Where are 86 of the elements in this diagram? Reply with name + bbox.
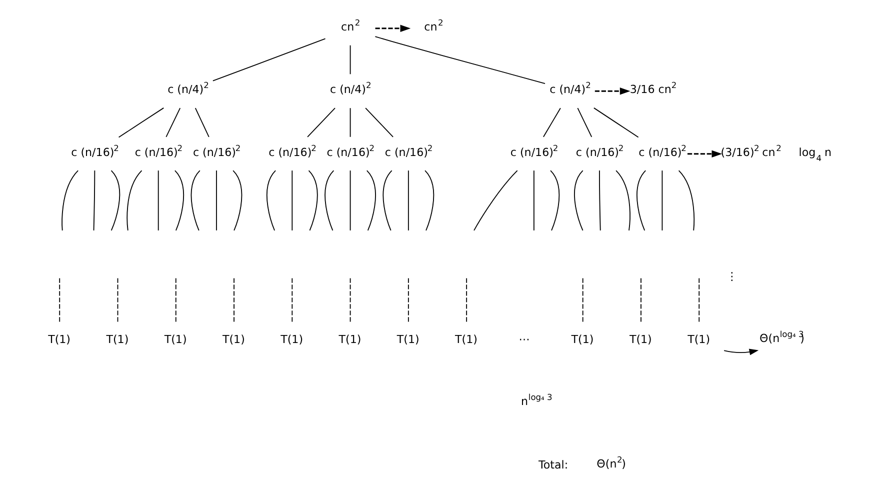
connector <box>291 278 292 324</box>
label: Total: <box>538 458 568 472</box>
label: ⋮ <box>726 270 737 284</box>
connector <box>61 170 78 231</box>
node-text: T(1) <box>454 332 477 346</box>
connector <box>678 170 694 231</box>
node-text: T(1) <box>570 332 594 346</box>
connector <box>157 170 158 231</box>
node-text: c (n/16)$^{2}$ <box>575 142 624 159</box>
node-text: c (n/16)$^{2}$ <box>510 142 558 159</box>
node-text: T(1) <box>396 332 419 346</box>
connector <box>291 170 292 231</box>
connector <box>550 170 560 231</box>
connector <box>349 170 350 231</box>
connector <box>615 170 630 231</box>
connector <box>424 170 434 231</box>
node-text: T(1) <box>628 332 652 346</box>
connector <box>174 170 184 231</box>
connector <box>574 170 583 231</box>
connector <box>349 108 350 138</box>
connector <box>324 170 334 231</box>
connector <box>110 170 120 231</box>
node-text: c (n/16)$^{2}$ <box>134 142 182 159</box>
node-text: (3/16)$^{2}$ cn$^{2}$ <box>720 142 781 159</box>
node-text: cn$^{2}$ <box>340 17 360 34</box>
node-text: c (n/4)$^{2}$ <box>549 80 590 96</box>
connector <box>636 170 646 231</box>
connector <box>407 170 408 231</box>
connector <box>190 170 200 231</box>
connector <box>582 278 583 324</box>
connector <box>58 278 60 324</box>
node-text: c (n/16)$^{2}$ <box>192 142 240 159</box>
connector <box>308 170 318 231</box>
node-text: T(1) <box>222 332 244 346</box>
connector <box>407 278 408 324</box>
connector <box>598 170 600 231</box>
node-text: T(1) <box>48 332 70 346</box>
connector <box>118 107 164 138</box>
label: Θ(n$^{2}$) <box>596 454 626 471</box>
node-text: cn$^{2}$ <box>424 17 443 34</box>
connector <box>364 108 394 138</box>
connector <box>349 278 350 324</box>
connector <box>542 108 560 138</box>
connector <box>266 170 276 231</box>
connector <box>349 44 350 75</box>
node-text: c (n/16)$^{2}$ <box>638 142 686 159</box>
connector <box>232 170 242 231</box>
node-text: c (n/4)$^{2}$ <box>167 80 208 96</box>
node-text: c (n/16)$^{2}$ <box>268 142 316 159</box>
connector <box>473 170 518 231</box>
connector <box>374 36 545 84</box>
connector <box>92 170 95 231</box>
label: log$_{4}$ n <box>798 146 831 163</box>
connector <box>174 278 176 324</box>
connector <box>233 278 234 324</box>
arrow <box>686 150 722 158</box>
connector <box>698 278 700 324</box>
node-text: T(1) <box>164 332 186 346</box>
node-text: c (n/4)$^{2}$ <box>329 80 371 96</box>
connector <box>576 108 592 138</box>
node-text: T(1) <box>338 332 361 346</box>
connector <box>306 108 335 138</box>
connector <box>116 278 118 324</box>
arrow <box>594 88 630 95</box>
connector <box>661 170 662 231</box>
connector <box>532 170 534 231</box>
node-text: T(1) <box>106 332 128 346</box>
connector <box>126 170 142 231</box>
label: ⋯ <box>518 332 530 346</box>
connector <box>466 278 467 324</box>
arrow <box>723 348 758 356</box>
node-text: T(1) <box>280 332 303 346</box>
connector <box>194 108 209 138</box>
connector <box>382 170 392 231</box>
connector <box>592 107 638 138</box>
node-text: c (n/16)$^{2}$ <box>326 142 374 159</box>
node-text: c (n/16)$^{2}$ <box>384 142 432 159</box>
node-text: 3/16 cn$^{2}$ <box>629 80 676 96</box>
node-text: T(1) <box>687 332 710 346</box>
node-text: c (n/16)$^{2}$ <box>70 142 118 159</box>
connector <box>366 170 376 231</box>
connector <box>212 38 326 82</box>
connector <box>165 108 180 138</box>
label: n$^{log₄ 3}$ <box>520 392 552 408</box>
arrow <box>374 24 410 32</box>
connector <box>640 278 641 324</box>
